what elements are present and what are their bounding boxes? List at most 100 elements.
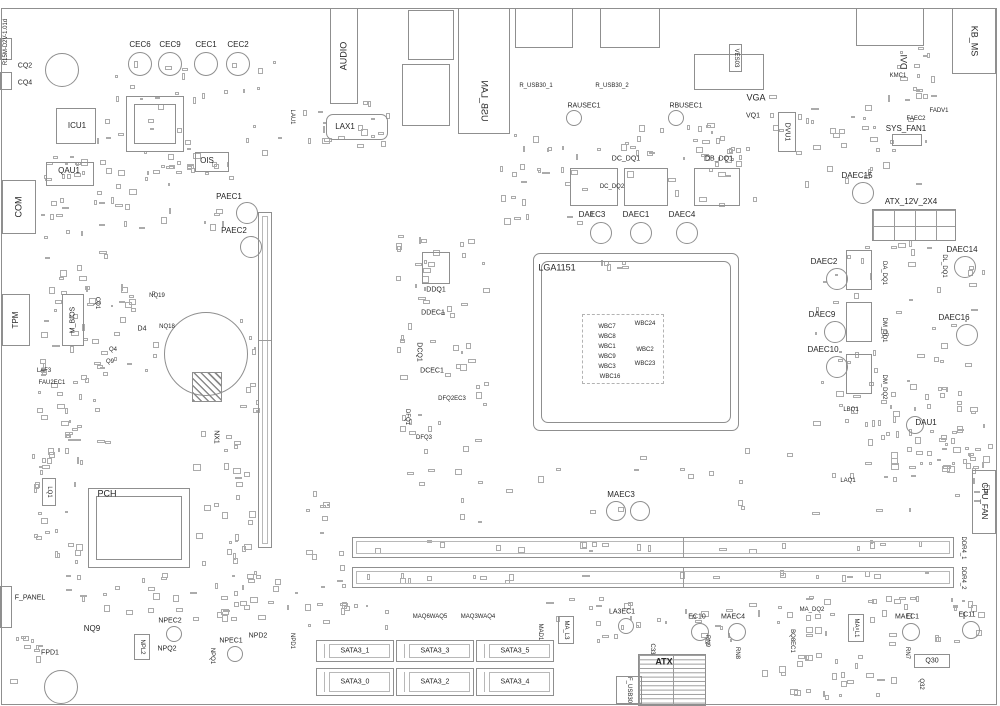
- component-outline: [234, 476, 243, 480]
- component-outline: [844, 418, 850, 423]
- daec9-label: DAEC9: [808, 310, 836, 319]
- component-outline: [876, 147, 881, 153]
- component-outline: [870, 137, 879, 142]
- component-outline: [229, 175, 235, 181]
- kb-ms-connector-label: KB_MS: [969, 25, 980, 57]
- component-outline: [255, 574, 261, 579]
- db-dq1-package: [694, 168, 740, 206]
- component-outline: [982, 270, 985, 275]
- component-outline: [363, 100, 368, 106]
- component-outline: [192, 97, 197, 104]
- component-outline: [193, 152, 202, 160]
- component-outline: [249, 336, 252, 341]
- component-outline: [224, 90, 228, 94]
- component-outline: [957, 406, 963, 413]
- component-outline: [172, 594, 179, 602]
- cap-daec14: [954, 256, 976, 278]
- dfq1-label: DFQ1: [404, 408, 410, 426]
- component-outline: [257, 86, 261, 91]
- tpm-header-label: TPM: [11, 311, 20, 329]
- component-outline: [75, 549, 82, 557]
- component-outline: [900, 77, 909, 81]
- fadv1-label: FADV1: [929, 108, 949, 114]
- component-outline: [570, 170, 578, 175]
- component-outline: [129, 299, 137, 305]
- component-outline: [460, 364, 468, 371]
- usb-lan-connector-label: USB_LAN: [479, 80, 490, 122]
- component-outline: [460, 350, 463, 354]
- component-outline: [323, 121, 326, 125]
- component-outline: [738, 499, 744, 507]
- component-outline: [65, 589, 73, 592]
- component-outline: [682, 157, 686, 161]
- component-outline: [607, 263, 611, 271]
- component-outline: [719, 136, 725, 142]
- component-outline: [68, 543, 75, 548]
- nq9-label: NQ9: [83, 624, 101, 633]
- component-outline: [825, 695, 830, 700]
- component-outline: [925, 394, 930, 400]
- component-outline: [34, 649, 41, 653]
- component-outline: [57, 391, 63, 397]
- component-outline: [398, 234, 405, 239]
- component-outline: [370, 134, 375, 138]
- sata3-1: SATA3_1: [316, 640, 394, 662]
- component-outline: [917, 73, 920, 78]
- rbusec1-label: RBUSEC1: [669, 102, 703, 110]
- component-outline: [719, 547, 728, 552]
- cec1-label: CEC1: [195, 40, 217, 49]
- component-outline: [770, 113, 774, 119]
- component-outline: [423, 299, 431, 304]
- board-revision-label: R15M-D2V-1.01d: [3, 18, 9, 66]
- component-outline: [885, 596, 892, 603]
- component-outline: [700, 154, 709, 158]
- component-outline: [908, 298, 914, 301]
- component-outline: [429, 339, 437, 344]
- component-outline: [520, 180, 528, 184]
- component-outline: [33, 488, 37, 493]
- component-outline: [867, 599, 875, 604]
- component-outline: [872, 599, 877, 604]
- component-outline: [202, 561, 207, 567]
- component-outline: [41, 458, 46, 464]
- maec3-label: MAEC3: [607, 490, 635, 499]
- component-outline: [54, 299, 62, 305]
- component-outline: [161, 576, 167, 580]
- c33-label: C33: [649, 643, 655, 655]
- component-outline: [36, 655, 42, 663]
- cap-paec2: [240, 236, 262, 258]
- component-outline: [368, 101, 372, 108]
- lga1151-socket: [533, 253, 739, 431]
- component-outline: [970, 457, 976, 461]
- component-outline: [396, 276, 401, 281]
- dm-dq2-label: DM_DQ2: [881, 374, 887, 400]
- dvu1: DVU1: [778, 112, 796, 152]
- component-outline: [50, 383, 59, 388]
- sata3-3: SATA3_3: [396, 640, 474, 662]
- component-outline: [930, 76, 936, 83]
- component-outline: [845, 178, 850, 184]
- component-outline: [805, 688, 812, 693]
- component-outline: [830, 128, 836, 135]
- component-outline: [952, 605, 959, 608]
- d4-label: D4: [137, 325, 147, 333]
- component-outline: [887, 95, 890, 102]
- component-outline: [798, 655, 805, 659]
- component-outline: [983, 490, 988, 495]
- component-outline: [687, 124, 690, 130]
- component-outline: [576, 221, 583, 226]
- component-outline: [806, 654, 810, 661]
- component-outline: [415, 263, 423, 267]
- component-outline: [505, 488, 514, 494]
- component-outline: [892, 416, 896, 423]
- component-outline: [401, 414, 406, 422]
- component-outline: [624, 602, 631, 610]
- mounting-hole-bottom-left: [44, 670, 78, 704]
- component-outline: [240, 319, 244, 324]
- vrm-fet-3: [846, 354, 872, 394]
- component-outline: [221, 512, 229, 519]
- daec15-label: DAEC15: [841, 171, 873, 180]
- cap-daec15: [852, 182, 874, 204]
- pch-inner: [96, 496, 182, 560]
- component-outline: [753, 196, 758, 202]
